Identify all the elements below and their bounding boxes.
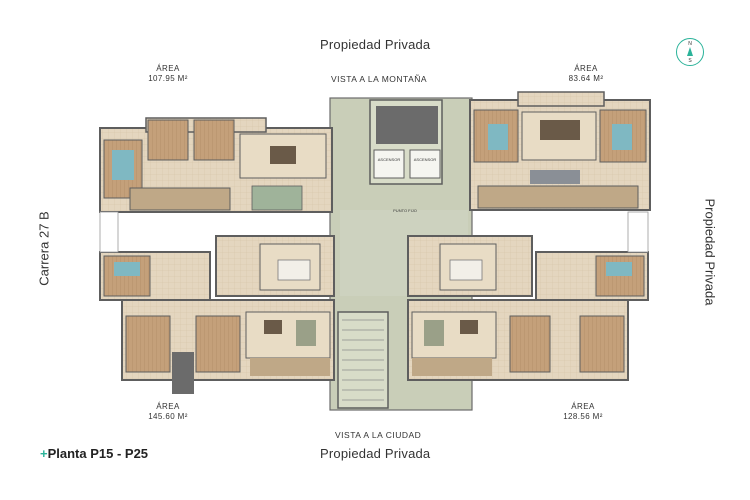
core-elevators (369, 99, 443, 185)
north-arrow-icon (687, 47, 693, 56)
area-unit-3-value: 145.60 M² (148, 412, 188, 421)
plan-title-text: Planta P15 - P25 (47, 446, 149, 461)
area-unit-3-label: ÁREA (156, 402, 180, 411)
compass-icon: N S (676, 38, 704, 66)
city-view-label: VISTA A LA CIUDAD (335, 430, 422, 440)
area-unit-2-value: 83.64 M² (568, 74, 604, 83)
area-unit-3: ÁREA 145.60 M² (138, 402, 198, 422)
top-boundary-label: Propiedad Privada (320, 37, 431, 52)
elevator-1-label: ASCENSOR (377, 157, 401, 162)
unit-bottom-left (121, 299, 335, 394)
area-unit-1-value: 107.95 M² (148, 74, 188, 83)
left-lightwell (99, 211, 119, 253)
area-unit-1: ÁREA 107.95 M² (138, 64, 198, 84)
unit-middle-left (99, 235, 335, 301)
area-unit-4: ÁREA 128.56 M² (553, 402, 613, 422)
area-unit-4-label: ÁREA (571, 402, 595, 411)
area-unit-1-label: ÁREA (156, 64, 180, 73)
unit-bottom-right (407, 299, 629, 381)
core-stairs (337, 311, 389, 409)
unit-top-right (469, 91, 651, 211)
area-unit-2: ÁREA 83.64 M² (556, 64, 616, 84)
right-lightwell (627, 211, 649, 253)
bottom-boundary-label: Propiedad Privada (320, 446, 431, 461)
unit-middle-right (407, 235, 649, 301)
hall-label: PUNTO FIJO (393, 208, 417, 213)
plan-title: +Planta P15 - P25 (40, 446, 148, 461)
mountain-view-label: VISTA A LA MONTAÑA (331, 74, 428, 84)
unit-top-left (99, 117, 333, 213)
compass-south-label: S (688, 58, 692, 64)
elevator-2-label: ASCENSOR (413, 157, 437, 162)
plan-title-prefix: + (40, 446, 48, 461)
compass-north-label: N (688, 41, 692, 47)
area-unit-4-value: 128.56 M² (563, 412, 603, 421)
area-unit-2-label: ÁREA (574, 64, 598, 73)
